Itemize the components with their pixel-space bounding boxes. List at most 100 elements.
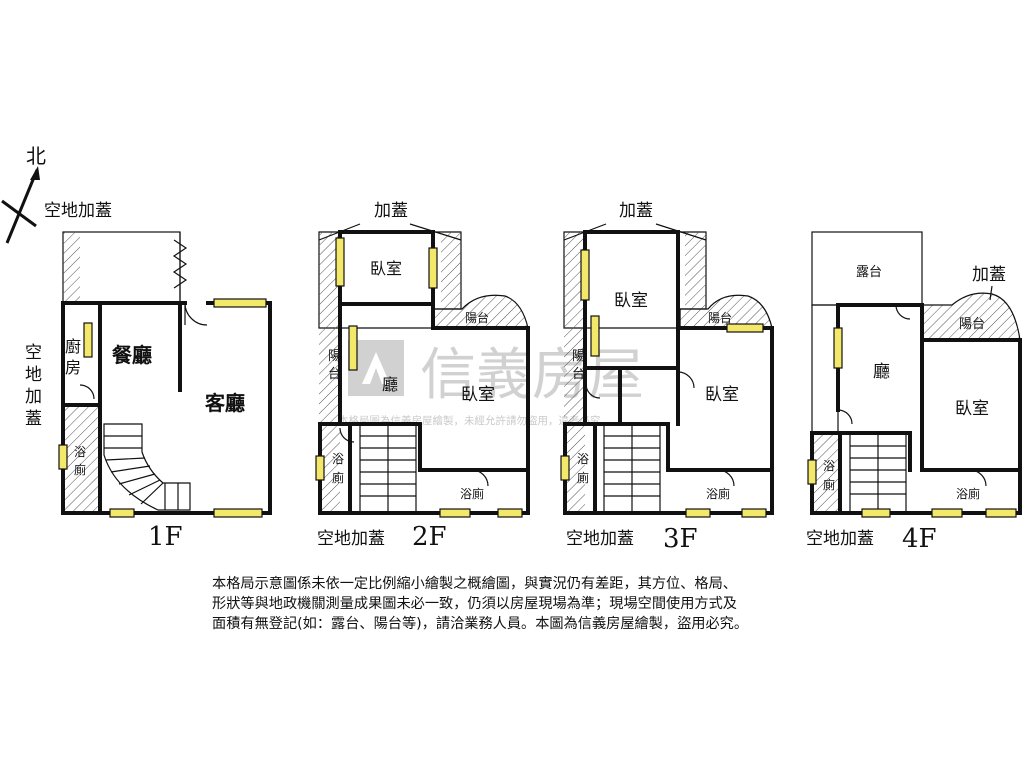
- floor-2f: 加蓋 臥室 陽 台 陽台 廳 臥室 浴 廁 浴廁 空地加蓋 2F: [315, 201, 530, 552]
- 1f-kitchen-char-1: 廚: [65, 337, 81, 356]
- 4f-hall-door: [837, 409, 853, 425]
- 1f-walls: [61, 301, 272, 515]
- 3f-west-window: [590, 315, 600, 357]
- 1f-kitchen-window: [83, 322, 93, 358]
- disclaimer-line-1: 本格局示意圖係未依一定比例縮小繪製之概繪圖，與實況仍有差距，其方位、格局、: [212, 576, 737, 592]
- 4f-terrace-door: [895, 304, 911, 320]
- 4f-window-south-2: [931, 508, 963, 518]
- 4f-bath-west-char-1: 浴: [823, 459, 835, 473]
- 4f-bath-window: [807, 459, 817, 485]
- 1f-bath-char-1: 浴: [74, 445, 86, 459]
- 4f-bedroom-main-label: 臥室: [955, 399, 989, 419]
- north-label: 北: [26, 144, 46, 168]
- 2f-bath-west-char-2: 廁: [332, 470, 344, 485]
- 2f-balcony-east: [432, 294, 529, 329]
- disclaimer-line-3: 面積有無登記(如：露台、陽台等)，請洽業務人員。本圖為信義房屋繪製，盜用必究。: [212, 616, 749, 632]
- 2f-floor-label: 2F: [412, 522, 447, 552]
- 3f-balcony-west-char-1: 陽: [572, 349, 585, 364]
- 3f-balcony-east-label: 陽台: [708, 310, 732, 325]
- 4f-floor-label: 4F: [902, 524, 937, 554]
- 3f-bath-east-label: 浴廁: [706, 486, 730, 501]
- 4f-window-south-1: [861, 508, 891, 518]
- 3f-balcony-west-char-2: 台: [572, 367, 585, 382]
- 2f-bath-east-label: 浴廁: [460, 486, 484, 501]
- 2f-bedroom-top-window-east: [428, 247, 438, 289]
- 1f-extension-hatch: [63, 232, 80, 303]
- 3f-bedroom-door: [677, 371, 695, 389]
- 4f-balcony-east: [921, 292, 1021, 341]
- 2f-bath-west-char-1: 浴: [332, 452, 344, 466]
- 4f-bath-east-label: 浴廁: [956, 486, 980, 501]
- floor-3f: 加蓋 臥室 陽 台 陽台 臥室 浴 廁 浴廁 空地加蓋 3F: [560, 201, 774, 554]
- 4f-extension-bottom-label: 空地加蓋: [806, 529, 874, 549]
- 2f-bedroom-top-label: 臥室: [370, 259, 402, 278]
- 2f-balcony-west-hatch: [319, 232, 339, 422]
- 2f-bath-hatch: [320, 424, 340, 513]
- 2f-balcony-west-char-1: 陽: [328, 349, 341, 364]
- compass-arrow-icon: [30, 166, 40, 180]
- 2f-extension-leader-2: [409, 223, 462, 241]
- 3f-bath-window: [560, 455, 570, 481]
- 4f-bath-west-char-2: 廁: [823, 477, 835, 492]
- 1f-living-label: 客廳: [204, 391, 245, 415]
- 2f-bath-east-door: [471, 469, 489, 487]
- watermark: 信義房屋 本格局圖為信義房屋繪製，未經允許請勿盜用，違者必究: [338, 340, 644, 427]
- 3f-extension-east-hatch: [685, 232, 706, 309]
- 3f-stairs: [603, 423, 661, 513]
- floor-4f: 露台 加蓋 陽台 廳 臥室 浴 廁 浴廁 空地加蓋 4F: [806, 231, 1022, 554]
- 2f-balcony-west-char-2: 台: [328, 367, 341, 382]
- 1f-extension-top-label: 空地加蓋: [44, 201, 112, 221]
- 3f-bath-west-char-2: 廁: [577, 470, 589, 485]
- 4f-west-strip: [811, 304, 839, 434]
- 3f-extension-top-label: 加蓋: [619, 201, 653, 221]
- 1f-extension-side-char-3: 加: [25, 387, 42, 407]
- 1f-entry-door-swing: [184, 302, 208, 326]
- 4f-extension-top-label: 加蓋: [972, 265, 1006, 285]
- 1f-living-window-north: [213, 298, 267, 308]
- north-compass: 北: [1, 144, 46, 244]
- 2f-bath-window: [315, 455, 325, 481]
- 2f-bath-west-door: [339, 427, 355, 443]
- 1f-extension-top-area: [62, 231, 181, 304]
- 4f-balcony-east-label: 陽台: [959, 317, 985, 332]
- 3f-extension-bottom-label: 空地加蓋: [566, 529, 634, 549]
- 2f-bedroom-top-window-west: [335, 237, 345, 287]
- 3f-bath-west-door: [585, 383, 601, 399]
- 3f-bath-hatch: [565, 424, 585, 513]
- 3f-floor-label: 3F: [663, 524, 698, 554]
- disclaimer-line-2: 形狀等與地政機關測量成果圖未必一致，仍須以房屋現場為準；現場空間使用方式及: [212, 596, 737, 612]
- 3f-balcony-west-hatch: [564, 232, 584, 422]
- 2f-stairs: [359, 423, 417, 513]
- 2f-window-south-1: [439, 508, 471, 518]
- 1f-bath-char-2: 廁: [74, 462, 86, 477]
- 3f-bath-west-char-1: 浴: [577, 452, 589, 466]
- 2f-window-south-2: [497, 508, 523, 518]
- 1f-folding-door-zigzag: [172, 239, 188, 289]
- 3f-extension-leader-2: [655, 223, 707, 241]
- 3f-bedroom-main-label: 臥室: [705, 385, 739, 405]
- 1f-kitchen-char-2: 房: [65, 358, 81, 377]
- 2f-bedroom-main-label: 臥室: [461, 385, 495, 405]
- 3f-bedroom-top-label: 臥室: [614, 291, 648, 311]
- 4f-extension-leader: [989, 285, 993, 301]
- 4f-window-south-3: [985, 508, 1017, 518]
- compass-needle: [5, 169, 39, 244]
- 1f-dining-label: 餐廳: [112, 343, 152, 367]
- 3f-bedroom-top-window: [580, 249, 590, 301]
- 2f-hall-label: 廳: [382, 375, 398, 394]
- 2f-extension-leader-1: [318, 223, 361, 241]
- 4f-bath-east-door: [969, 469, 987, 487]
- 4f-bath-hatch: [812, 433, 840, 513]
- 4f-terrace-label: 露台: [856, 265, 882, 280]
- 1f-extension-side-char-4: 蓋: [25, 409, 42, 429]
- 2f-extension-east-hatch: [441, 232, 461, 309]
- 2f-extension-bottom-label: 空地加蓋: [317, 529, 385, 549]
- compass-crossbar: [1, 199, 37, 228]
- 4f-stairs: [849, 433, 907, 513]
- 3f-bath-east-door: [717, 469, 735, 487]
- 4f-hall-window: [833, 327, 843, 369]
- 3f-window-south-2: [741, 508, 767, 518]
- 3f-balcony-east: [679, 294, 773, 329]
- 1f-extension-side-char-1: 空: [25, 343, 42, 363]
